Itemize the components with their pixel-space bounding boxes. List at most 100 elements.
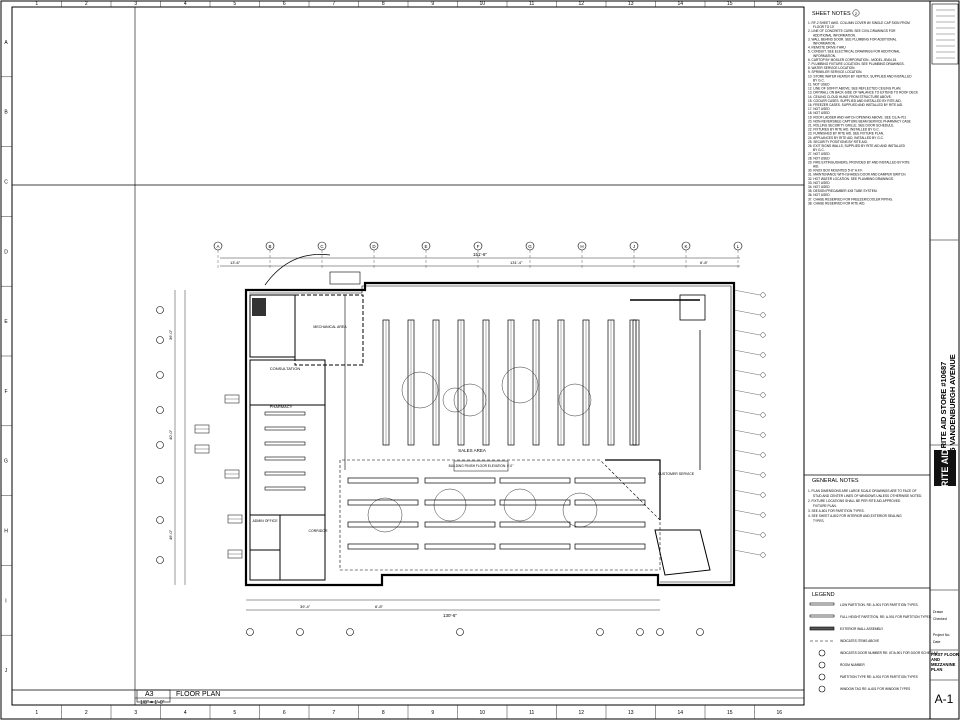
- grid-col-label: 11: [529, 710, 534, 716]
- sales-gondolas: [347, 477, 646, 550]
- drawing-scale: 1/8" = 1'-0": [140, 700, 165, 706]
- grid-col-label: 5: [233, 710, 236, 716]
- label-admin-office: ADMIN OFFICE: [252, 519, 278, 523]
- legend-symbol: [818, 685, 826, 693]
- grid-col-label: 8: [382, 710, 385, 716]
- label-drawn: Drawn: [933, 610, 943, 614]
- label-corridor: CORRIDOR: [308, 529, 328, 533]
- note-line: 30. KNOX BOX MOUNTED 5'-6" A.F.F.: [808, 169, 863, 173]
- note-line: AID.: [813, 165, 819, 169]
- column-bubble-bottom: [346, 628, 354, 636]
- row-bubble: [156, 406, 164, 414]
- keynote-bubble: [760, 412, 766, 418]
- architect-stamp-lines: [936, 9, 955, 59]
- grid-row-label: B: [4, 110, 8, 116]
- legend-label: INDICATES ITEMS ABOVE: [840, 639, 879, 643]
- note-line: 21. ROLLING SECURITY GRILLE. SEE DOOR SC…: [808, 124, 894, 128]
- note-line: 18. NOT USED: [808, 111, 830, 115]
- gondola: [424, 477, 496, 484]
- leader-line: [733, 309, 761, 316]
- ceiling-cloud: [433, 488, 467, 522]
- grid-col-label: 10: [479, 710, 485, 716]
- store-address: 75 VANDENBURGH AVENUE: [948, 354, 957, 456]
- ceiling-cloud: [562, 492, 598, 528]
- note-line: 6. CARTOP BY MOSLER CORPORATION - MODEL …: [808, 58, 897, 62]
- note-line: 12. LINE OF SOFFIT ABOVE. SEE REFLECTED …: [808, 87, 901, 91]
- stair-room: [249, 294, 296, 358]
- note-line: 32. HOT WATER LOCATION. SEE PLUMBING DRA…: [808, 177, 894, 181]
- drawing-ref: A3: [145, 691, 154, 698]
- note-line: INFORMATION.: [813, 42, 836, 46]
- exterior-wall: [244, 281, 736, 587]
- gondola: [347, 499, 419, 506]
- grid-col-label: 7: [332, 710, 335, 716]
- sheet-notes-title: SHEET NOTES: [812, 11, 851, 17]
- column-bubble-bottom: [656, 628, 664, 636]
- stair-arc: [264, 254, 331, 286]
- note-line: 37. CHASE RESERVED FOR FREEZER/COOLER PI…: [808, 197, 893, 201]
- note-line: 34. NOT USED: [808, 185, 830, 189]
- row-bubble: [156, 516, 164, 524]
- dim-top-3: 6'-8": [700, 260, 709, 265]
- notes-column: SHEET NOTES 2 1. RF-2 SHEET #WO. COLUMN …: [803, 1, 938, 719]
- sheet-notes-tag: 2: [855, 11, 858, 16]
- dim-overall-bottom: 130'-6": [443, 613, 457, 618]
- legend-label: PARTITION TYPE RE: A-901 FOR PARTITION T…: [840, 675, 918, 679]
- ceiling-cloud: [442, 387, 468, 413]
- note-line: 9. SPRINKLER SERVICE LOCATION.: [808, 70, 862, 74]
- note-line: ADDITIONAL INFORMATION.: [813, 33, 856, 37]
- architect-stamp: [931, 3, 959, 65]
- pharmacy-shelf: [264, 441, 306, 446]
- note-line: 22. FIXTURES BY RITE AID. INSTALLED BY G…: [808, 128, 880, 132]
- legend-symbol: [818, 673, 826, 681]
- note-line: 20. NON-REVERSIBLE CAPTURE BEAM SERVICE …: [808, 119, 911, 123]
- note-line: 29. FIRE EXTINGUISHERS, PROVIDED BY AND …: [808, 160, 910, 164]
- grid-col-label: 14: [677, 1, 683, 7]
- leader-line: [733, 409, 761, 416]
- legend-symbol: [809, 626, 835, 631]
- label-consultation: CONSULTATION: [270, 366, 301, 371]
- gondola: [499, 499, 571, 506]
- leader-line: [733, 349, 761, 356]
- dim-left-2: 40'-0": [168, 429, 173, 440]
- grid-col-label: 15: [727, 710, 733, 716]
- note-line: 23. FURNISHED BY RITE AID. SEE FIXTURE P…: [808, 132, 884, 136]
- entry-vestibule: [654, 529, 711, 576]
- column-bubble-label: B: [268, 244, 271, 249]
- column-bubbles-bottom: [246, 628, 704, 636]
- note-line: 28. NOT USED: [808, 156, 830, 160]
- legend-label: FULL HEIGHT PARTITION. RE: A-901 FOR PAR…: [840, 615, 932, 619]
- grid-col-label: 4: [184, 710, 187, 716]
- note-line: 3. SEE A-801 FOR PARTITION TYPES.: [808, 509, 865, 513]
- grid-col-label: 12: [578, 1, 584, 7]
- dim-top-2: 131'-4": [510, 260, 523, 265]
- note-line: 13. DRYWALL ON BACK-SIDE OF WALANCE TO E…: [808, 91, 919, 95]
- label-date: Date: [933, 640, 940, 644]
- legend-label: EXTERIOR WALL ASSEMBLY: [840, 627, 884, 631]
- leader-line: [733, 509, 761, 516]
- note-line: BY G.C.: [813, 148, 825, 152]
- grid-col-label: 4: [184, 1, 187, 7]
- grid-col-label: 16: [776, 710, 782, 716]
- grid-col-label: 11: [529, 1, 534, 7]
- keynote-bubble: [760, 532, 766, 538]
- grid-col-label: 10: [479, 1, 485, 7]
- row-bubble: [156, 306, 164, 314]
- grid-col-label: 5: [233, 1, 236, 7]
- ceiling-cloud: [558, 383, 592, 417]
- leader-line: [733, 389, 761, 396]
- column-bubble-bottom: [596, 628, 604, 636]
- legend-label: WINDOW TAG RE: A-601 FOR WINDOW TYPES: [840, 687, 910, 691]
- grid-col-label: 16: [776, 1, 782, 7]
- note-line: 24. APPLIANCES BY RITE AID, INSTALLED BY…: [808, 136, 884, 140]
- general-notes-list: 1. PLAN DIMENSIONS ARE LARGE SCALE DRAWI…: [808, 489, 922, 523]
- keynote-bubble: [760, 332, 766, 338]
- column-bubble-label: L: [737, 244, 740, 249]
- leader-line: [733, 549, 761, 556]
- note-line: 14. CEILING CLOUD HUNG FROM STRUCTURE AB…: [808, 95, 892, 99]
- right-exterior-notes: [733, 289, 766, 558]
- grid-row-label: F: [4, 389, 7, 395]
- pharmacy-shelf: [264, 456, 306, 461]
- gondola: [499, 521, 571, 528]
- note-line: 25. SECURITY POSITIONS BY RITE AID.: [808, 140, 868, 144]
